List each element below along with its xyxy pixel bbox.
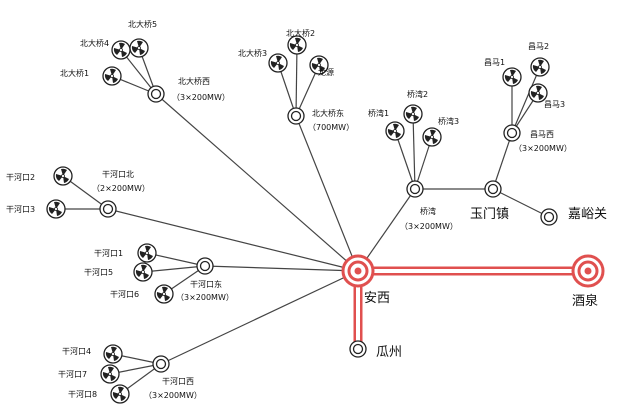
farm-cap-ghkxi: （3×200MW） [144, 391, 202, 400]
farm-cap-ghkdong: （3×200MW） [176, 293, 234, 302]
line-anxi-ghkbei [107, 208, 359, 272]
hub-label-yumenzhen: 玉门镇 [470, 207, 509, 222]
substation-icon [196, 257, 214, 275]
turbine-label: 干河口8 [68, 389, 97, 399]
trunk-lines [353, 266, 588, 349]
farm-label-ghkbei: 干河口北 [102, 169, 134, 179]
turbine-icon [103, 344, 123, 364]
substation-icon [152, 355, 170, 373]
turbine-label: 昌马3 [544, 100, 565, 109]
line-anxi-ghkxi [160, 270, 359, 365]
turbine-label: 北大桥4 [80, 38, 109, 48]
turbine-icon [53, 166, 73, 186]
substation-icon [287, 107, 305, 125]
farm-cap-ghkbei: （2×200MW） [92, 184, 150, 193]
farm-label-bdqxi: 北大桥西 [178, 76, 210, 86]
substation-icon [147, 85, 165, 103]
farm-label-bdqdong: 北大桥东 [312, 108, 344, 118]
turbine-icon [502, 67, 522, 87]
substation-icon [540, 208, 558, 226]
turbine-icon [154, 284, 174, 304]
substation-icon [406, 180, 424, 198]
turbine-icon [268, 53, 288, 73]
turbine-icon [287, 35, 307, 55]
turbine-icon [530, 57, 550, 77]
turbine-icon [137, 243, 157, 263]
hub-anxi [341, 254, 375, 288]
turbine-label: 桥湾2 [407, 89, 428, 99]
turbine-label: 北大桥1 [60, 68, 89, 78]
turbine-label: 北大桥3 [238, 48, 267, 58]
turbine-label: 北大桥5 [128, 19, 157, 29]
line-anxi-ghkdong [204, 265, 359, 272]
turbine-label: 龙源 [318, 67, 334, 77]
line-anxi-bdqxi [155, 93, 359, 272]
turbine-icon [403, 104, 423, 124]
turbine-label: 干河口5 [84, 267, 113, 277]
substation-icon [99, 200, 117, 218]
line-anxi-bdqdong [295, 115, 359, 272]
farm-label-qiaowan: 桥湾 [420, 206, 436, 216]
turbine-label: 北大桥2 [286, 28, 315, 38]
turbine-label: 桥湾3 [438, 116, 459, 126]
line-anxi-qiaowan [357, 188, 416, 272]
hub-label-anxi: 安西 [364, 291, 390, 306]
line-yumen-jiayuguan [492, 188, 550, 218]
turbine-label: 干河口4 [62, 346, 91, 356]
substation-icon [484, 180, 502, 198]
farm-label-ghkxi: 干河口西 [162, 376, 194, 386]
turbine-label: 桥湾1 [368, 108, 389, 118]
substation-icon [349, 340, 367, 358]
hub-label-jiayuguan: 嘉峪关 [568, 207, 607, 222]
farm-cap-changma: （3×200MW） [514, 144, 572, 153]
turbine-icon [111, 40, 131, 60]
substation-icon [503, 124, 521, 142]
hub-label-jiuquan: 酒泉 [572, 293, 598, 309]
turbine-icon [133, 262, 153, 282]
turbine-label: 干河口3 [6, 204, 35, 214]
hub-label-guazhou: 瓜州 [376, 345, 402, 360]
farm-label-changma: 昌马西 [530, 130, 554, 139]
turbine-icon [422, 127, 442, 147]
turbine-icon [102, 66, 122, 86]
farm-cap-bdqxi: （3×200MW） [172, 93, 230, 102]
turbine-icon [100, 364, 120, 384]
turbine-label: 昌马2 [528, 42, 549, 51]
farm-cap-bdqdong: （700MW） [308, 123, 354, 132]
turbine-icon [110, 384, 130, 404]
turbine-label: 干河口1 [94, 248, 123, 258]
turbine-label: 干河口6 [110, 289, 139, 299]
turbine-label: 干河口2 [6, 172, 35, 182]
line-yumen-changma [492, 132, 513, 190]
hub-jiuquan [571, 254, 605, 288]
turbine-icon [46, 199, 66, 219]
turbine-icon [385, 121, 405, 141]
turbine-label: 干河口7 [58, 369, 87, 379]
farm-cap-qiaowan: （3×200MW） [400, 222, 458, 231]
turbine-icon [129, 38, 149, 58]
farm-label-ghkdong: 干河口东 [190, 279, 222, 289]
turbine-label: 昌马1 [484, 58, 505, 67]
